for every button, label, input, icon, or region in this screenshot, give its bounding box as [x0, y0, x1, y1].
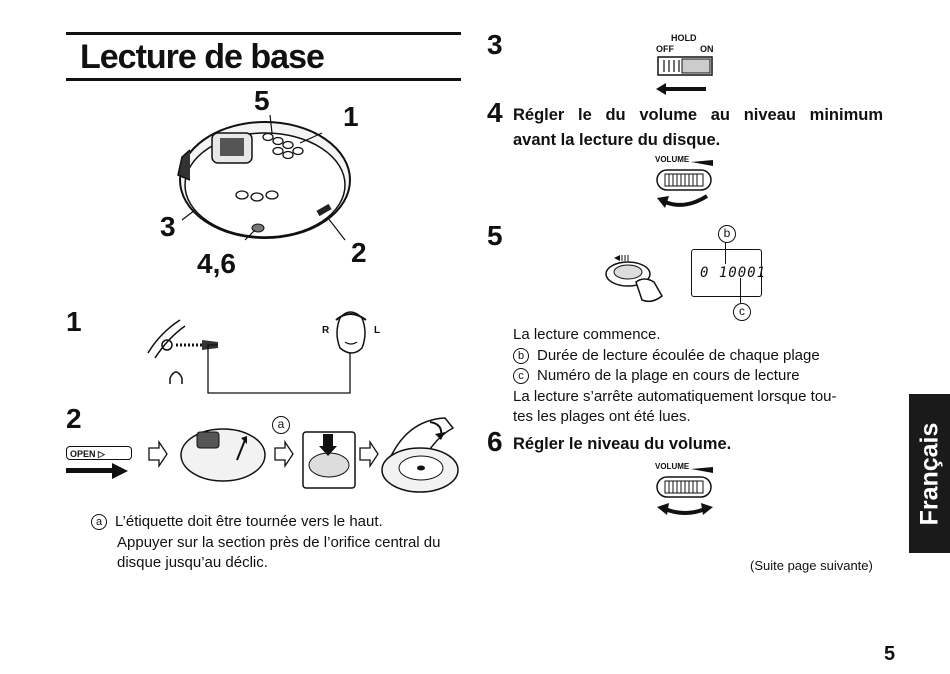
hold-switch-illustration [656, 56, 713, 95]
cd-player-overview-illustration [177, 114, 351, 241]
step-5-line-1: La lecture commence. [513, 326, 661, 343]
right-arrow-icon [66, 463, 128, 479]
hold-on-label: ON [700, 44, 714, 54]
play-button-press-illustration [605, 255, 663, 303]
volume-label-step4: VOLUME [655, 155, 690, 164]
hold-off-label: OFF [656, 44, 674, 54]
device-callout-5: 5 [254, 85, 270, 116]
step-4-number: 4 [487, 97, 503, 128]
title-rule-top [66, 32, 461, 35]
step-5-line-5: tes les plages ont été lues. [513, 408, 691, 425]
marker-c: c [513, 368, 529, 384]
hold-label: HOLD [671, 33, 697, 43]
step-2-number: 2 [66, 403, 82, 434]
volume-label-step6: VOLUME [655, 462, 690, 471]
marker-b: b [513, 347, 529, 364]
device-callout-4-6: 4,6 [197, 248, 236, 279]
volume-dial-min-illustration [656, 160, 713, 208]
step-1-number: 1 [66, 306, 82, 337]
step-6-heading: Régler le niveau du volume. [513, 435, 732, 453]
open-slider-label: OPEN ▷ [70, 449, 105, 459]
language-side-tab: Français [909, 394, 950, 553]
step-6-number: 6 [487, 426, 503, 457]
title-rule-bottom [66, 78, 461, 81]
disc-loading-sequence-illustration [148, 417, 459, 493]
page-title: Lecture de base [80, 38, 325, 76]
note-line-3: disque jusqu’au déclic. [117, 554, 268, 571]
volume-dial-adjust-illustration [656, 467, 713, 515]
display-callout-b: b [718, 225, 736, 243]
continue-note: (Suite page suivante) [750, 558, 873, 573]
language-side-tab-label: Français [915, 422, 943, 525]
headphone-left-label: L [374, 325, 381, 336]
headphone-right-label: R [322, 325, 330, 336]
step-4-line-1: Régler le du volume au niveau minimum [513, 106, 883, 124]
lcd-display-text: 0 10001 [700, 265, 767, 281]
device-callout-2: 2 [351, 237, 367, 268]
headphones-connection-illustration [147, 311, 367, 394]
device-callout-3: 3 [160, 211, 176, 242]
display-callout-b-line [725, 242, 726, 264]
step-3-number: 3 [487, 29, 503, 60]
note-marker-a: a [91, 514, 107, 530]
step-5-line-4: La lecture s’arrête automatiquement lors… [513, 387, 837, 405]
page-number: 5 [884, 643, 896, 665]
device-callout-1: 1 [343, 101, 359, 132]
step-5-number: 5 [487, 220, 503, 251]
step-4-line-2: avant la lecture du disque. [513, 131, 721, 149]
display-callout-c-line [740, 278, 741, 303]
open-slider: OPEN ▷ [66, 446, 132, 460]
step-2-callout-a: a [272, 416, 290, 434]
display-callout-c: c [733, 303, 751, 321]
note-line-2: Appuyer sur la section près de l’orifice… [117, 533, 441, 551]
lcd-display [691, 249, 762, 297]
